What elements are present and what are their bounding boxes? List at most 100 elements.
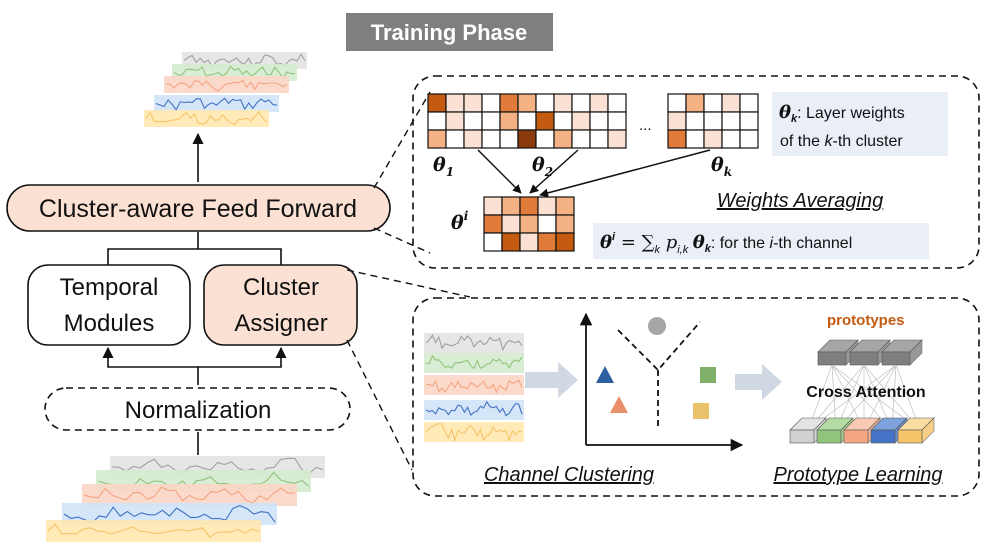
weight-cell <box>553 93 573 113</box>
norm-to-assigner-arrow <box>198 346 287 368</box>
weight-cell <box>553 129 573 149</box>
weight-cell <box>481 129 501 149</box>
cluster-point-orange-triangle <box>610 396 628 413</box>
series-strip <box>82 484 297 506</box>
weight-cell <box>445 93 465 113</box>
channel-series-stack <box>424 333 524 443</box>
weight-cell <box>483 214 503 234</box>
prototype-learning-label: Prototype Learning <box>773 464 942 486</box>
channel-clustering-label: Channel Clustering <box>484 464 654 486</box>
cross-attention-label: Cross Attention <box>806 384 925 401</box>
theta-k-grid <box>667 93 759 149</box>
assigner-label-2: Assigner <box>234 310 327 337</box>
theta-k-label: θk <box>711 154 732 179</box>
weight-cell <box>739 93 759 113</box>
cluster-ff-label: Cluster-aware Feed Forward <box>39 195 357 223</box>
cluster-point-green-square <box>700 367 716 383</box>
cluster-point-blue-triangle <box>596 366 614 383</box>
weight-cell <box>427 111 447 131</box>
weight-cell <box>499 93 519 113</box>
assigner-label-1: Cluster <box>243 274 319 301</box>
series-strip <box>164 76 289 93</box>
weight-cell <box>427 129 447 149</box>
weight-cell <box>667 129 687 149</box>
weight-cell <box>463 111 483 131</box>
weight-cell <box>703 93 723 113</box>
weight-cell <box>517 129 537 149</box>
series-strip <box>62 503 277 525</box>
thetak-to-thetai-arrow <box>539 149 711 198</box>
series-strip <box>424 422 524 443</box>
weight-cell <box>589 93 609 113</box>
header-title: Training Phase <box>371 20 528 45</box>
theta-2-grid <box>535 93 627 149</box>
weight-cell <box>499 129 519 149</box>
weight-cell <box>571 93 591 113</box>
theta-2-label: θ2 <box>532 154 553 179</box>
weights-note-line2: of the k-th cluster <box>780 133 903 150</box>
ellipsis: ... <box>639 117 652 134</box>
weight-cell <box>685 111 705 131</box>
theta-i-label: θi <box>451 209 469 234</box>
prototype-bars <box>817 339 923 366</box>
weight-cell <box>535 111 555 131</box>
weight-cell <box>607 93 627 113</box>
formula-text: θi = ∑k pi,k θk: for the i-th channel <box>600 231 852 256</box>
normalization-label: Normalization <box>125 397 272 424</box>
weights-panel: ... θ1 θ2 θk θi θk: Layer weights of the… <box>412 75 980 269</box>
output-series-stack <box>144 52 307 127</box>
weight-cell <box>481 111 501 131</box>
series-strip <box>46 520 261 542</box>
weight-cell <box>445 111 465 131</box>
weight-cell <box>483 196 503 216</box>
zoom-line-top-2 <box>373 227 431 254</box>
series-strip <box>424 333 524 353</box>
cluster-panel: prototypes Cross Attention Channel Clust… <box>412 297 980 497</box>
weight-cell <box>445 129 465 149</box>
zoom-line-bottom-2 <box>346 339 413 471</box>
cluster-point-circle <box>648 317 666 335</box>
zoom-line-bottom-1 <box>346 269 471 298</box>
theta-i-grid <box>483 196 575 252</box>
weight-cell <box>703 111 723 131</box>
weight-cell <box>721 93 741 113</box>
series-strip <box>424 400 524 420</box>
weights-averaging-label: Weights Averaging <box>717 190 883 212</box>
prototype-bar <box>897 417 935 444</box>
series-strip <box>424 353 524 373</box>
modules-merge-line <box>107 248 282 265</box>
weight-cell <box>537 232 557 252</box>
input-series-stack <box>46 456 325 542</box>
weight-cell <box>607 129 627 149</box>
weight-cell <box>501 214 521 234</box>
to-prototype-arrow <box>735 364 782 400</box>
weight-cell <box>739 129 759 149</box>
temporal-label-1: Temporal <box>60 274 159 301</box>
theta-1-grid <box>427 93 537 149</box>
weight-cell <box>427 93 447 113</box>
zoom-line-top-1 <box>373 91 431 189</box>
training-phase-header: Training Phase <box>346 13 553 51</box>
weight-cell <box>667 111 687 131</box>
weights-note-box <box>772 92 948 156</box>
weight-cell <box>463 93 483 113</box>
weight-cell <box>703 129 723 149</box>
weight-cell <box>685 93 705 113</box>
theta2-to-thetai-arrow <box>529 149 579 194</box>
weight-cell <box>519 232 539 252</box>
weight-cell <box>481 93 501 113</box>
weight-cell <box>537 196 557 216</box>
weight-cell <box>517 111 537 131</box>
temporal-modules-box: Temporal Modules <box>27 264 191 346</box>
weights-note-line1: θk: Layer weights <box>779 102 905 125</box>
weight-cell <box>589 111 609 131</box>
weight-cell <box>721 111 741 131</box>
weight-cell <box>517 93 537 113</box>
cluster-point-yellow-square <box>693 403 709 419</box>
series-strip <box>424 375 524 395</box>
weight-cell <box>537 214 557 234</box>
header-bg <box>346 13 553 51</box>
weight-cell <box>555 214 575 234</box>
weight-cell <box>555 196 575 216</box>
